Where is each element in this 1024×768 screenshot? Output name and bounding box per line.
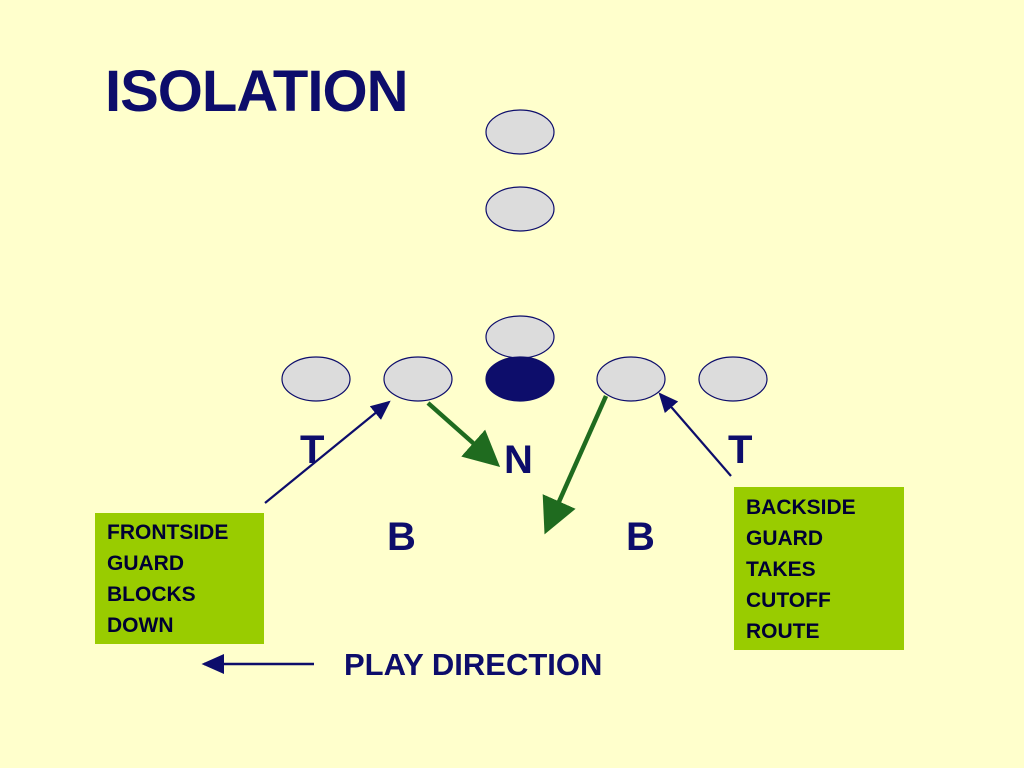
- player-left-guard: [383, 356, 453, 402]
- note-line: BLOCKS: [107, 583, 196, 606]
- note-line: BACKSIDE: [746, 496, 856, 519]
- defender-nose: N: [504, 438, 533, 482]
- note-line: TAKES: [746, 558, 816, 581]
- frontside-guard-block-arrow: [426, 401, 501, 467]
- player-fullback: [485, 186, 555, 232]
- player-left-tackle: [281, 356, 351, 402]
- note-line: CUTOFF: [746, 589, 831, 612]
- play-direction-label: PLAY DIRECTION: [344, 647, 603, 682]
- note-line: FRONTSIDE: [107, 521, 229, 544]
- frontside-callout-pointer: [264, 400, 391, 504]
- defender-tackle-right: T: [728, 428, 753, 472]
- frontside-guard-note: FRONTSIDE GUARD BLOCKS DOWN: [95, 513, 264, 644]
- note-line: GUARD: [746, 527, 823, 550]
- defender-backer-right: B: [626, 515, 655, 559]
- note-line: GUARD: [107, 552, 184, 575]
- backside-guard-cutoff-arrow: [542, 395, 609, 535]
- note-line: ROUTE: [746, 620, 820, 643]
- player-deep-back: [485, 109, 555, 155]
- defender-backer-left: B: [387, 515, 416, 559]
- player-quarterback: [485, 315, 555, 359]
- player-center: [485, 356, 555, 402]
- note-line: DOWN: [107, 614, 174, 637]
- backside-callout-pointer: [658, 392, 732, 477]
- player-right-guard: [596, 356, 666, 402]
- defender-tackle-left: T: [300, 428, 325, 472]
- backside-guard-note: BACKSIDE GUARD TAKES CUTOFF ROUTE: [734, 487, 904, 650]
- player-right-tackle: [698, 356, 768, 402]
- page-title: ISOLATION: [105, 59, 408, 124]
